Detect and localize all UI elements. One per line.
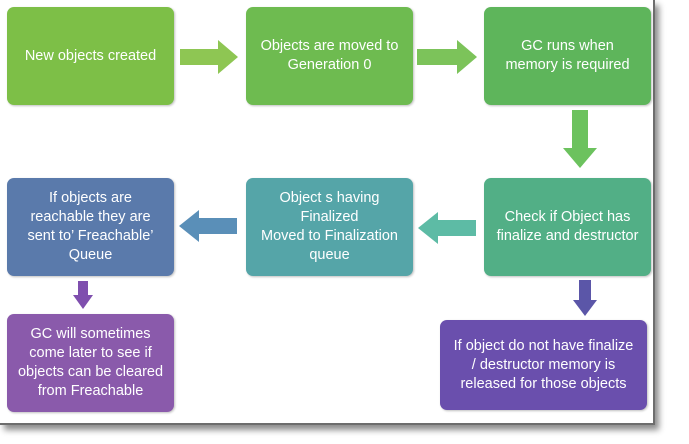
- arrow-left-2: [179, 210, 237, 242]
- arrow-right-1: [180, 40, 238, 74]
- node-check-finalize: Check if Object has finalize and destruc…: [484, 178, 651, 276]
- node-finalized-queue: Object s having Finalized Moved to Final…: [246, 178, 413, 276]
- node-gc-later: GC will sometimes come later to see if o…: [7, 314, 174, 412]
- node-freachable: If objects are reachable they are sent t…: [7, 178, 174, 276]
- node-no-finalize: If object do not have finalize / destruc…: [440, 320, 647, 410]
- arrow-down-1: [563, 110, 597, 168]
- arrow-down-2: [573, 280, 597, 316]
- diagram-canvas: New objects created Objects are moved to…: [0, 0, 655, 425]
- arrow-left-1: [418, 212, 476, 244]
- node-new-objects: New objects created: [7, 7, 174, 105]
- node-moved-gen0: Objects are moved to Generation 0: [246, 7, 413, 105]
- arrow-down-3: [73, 281, 93, 309]
- arrow-right-2: [417, 40, 477, 74]
- node-gc-runs: GC runs when memory is required: [484, 7, 651, 105]
